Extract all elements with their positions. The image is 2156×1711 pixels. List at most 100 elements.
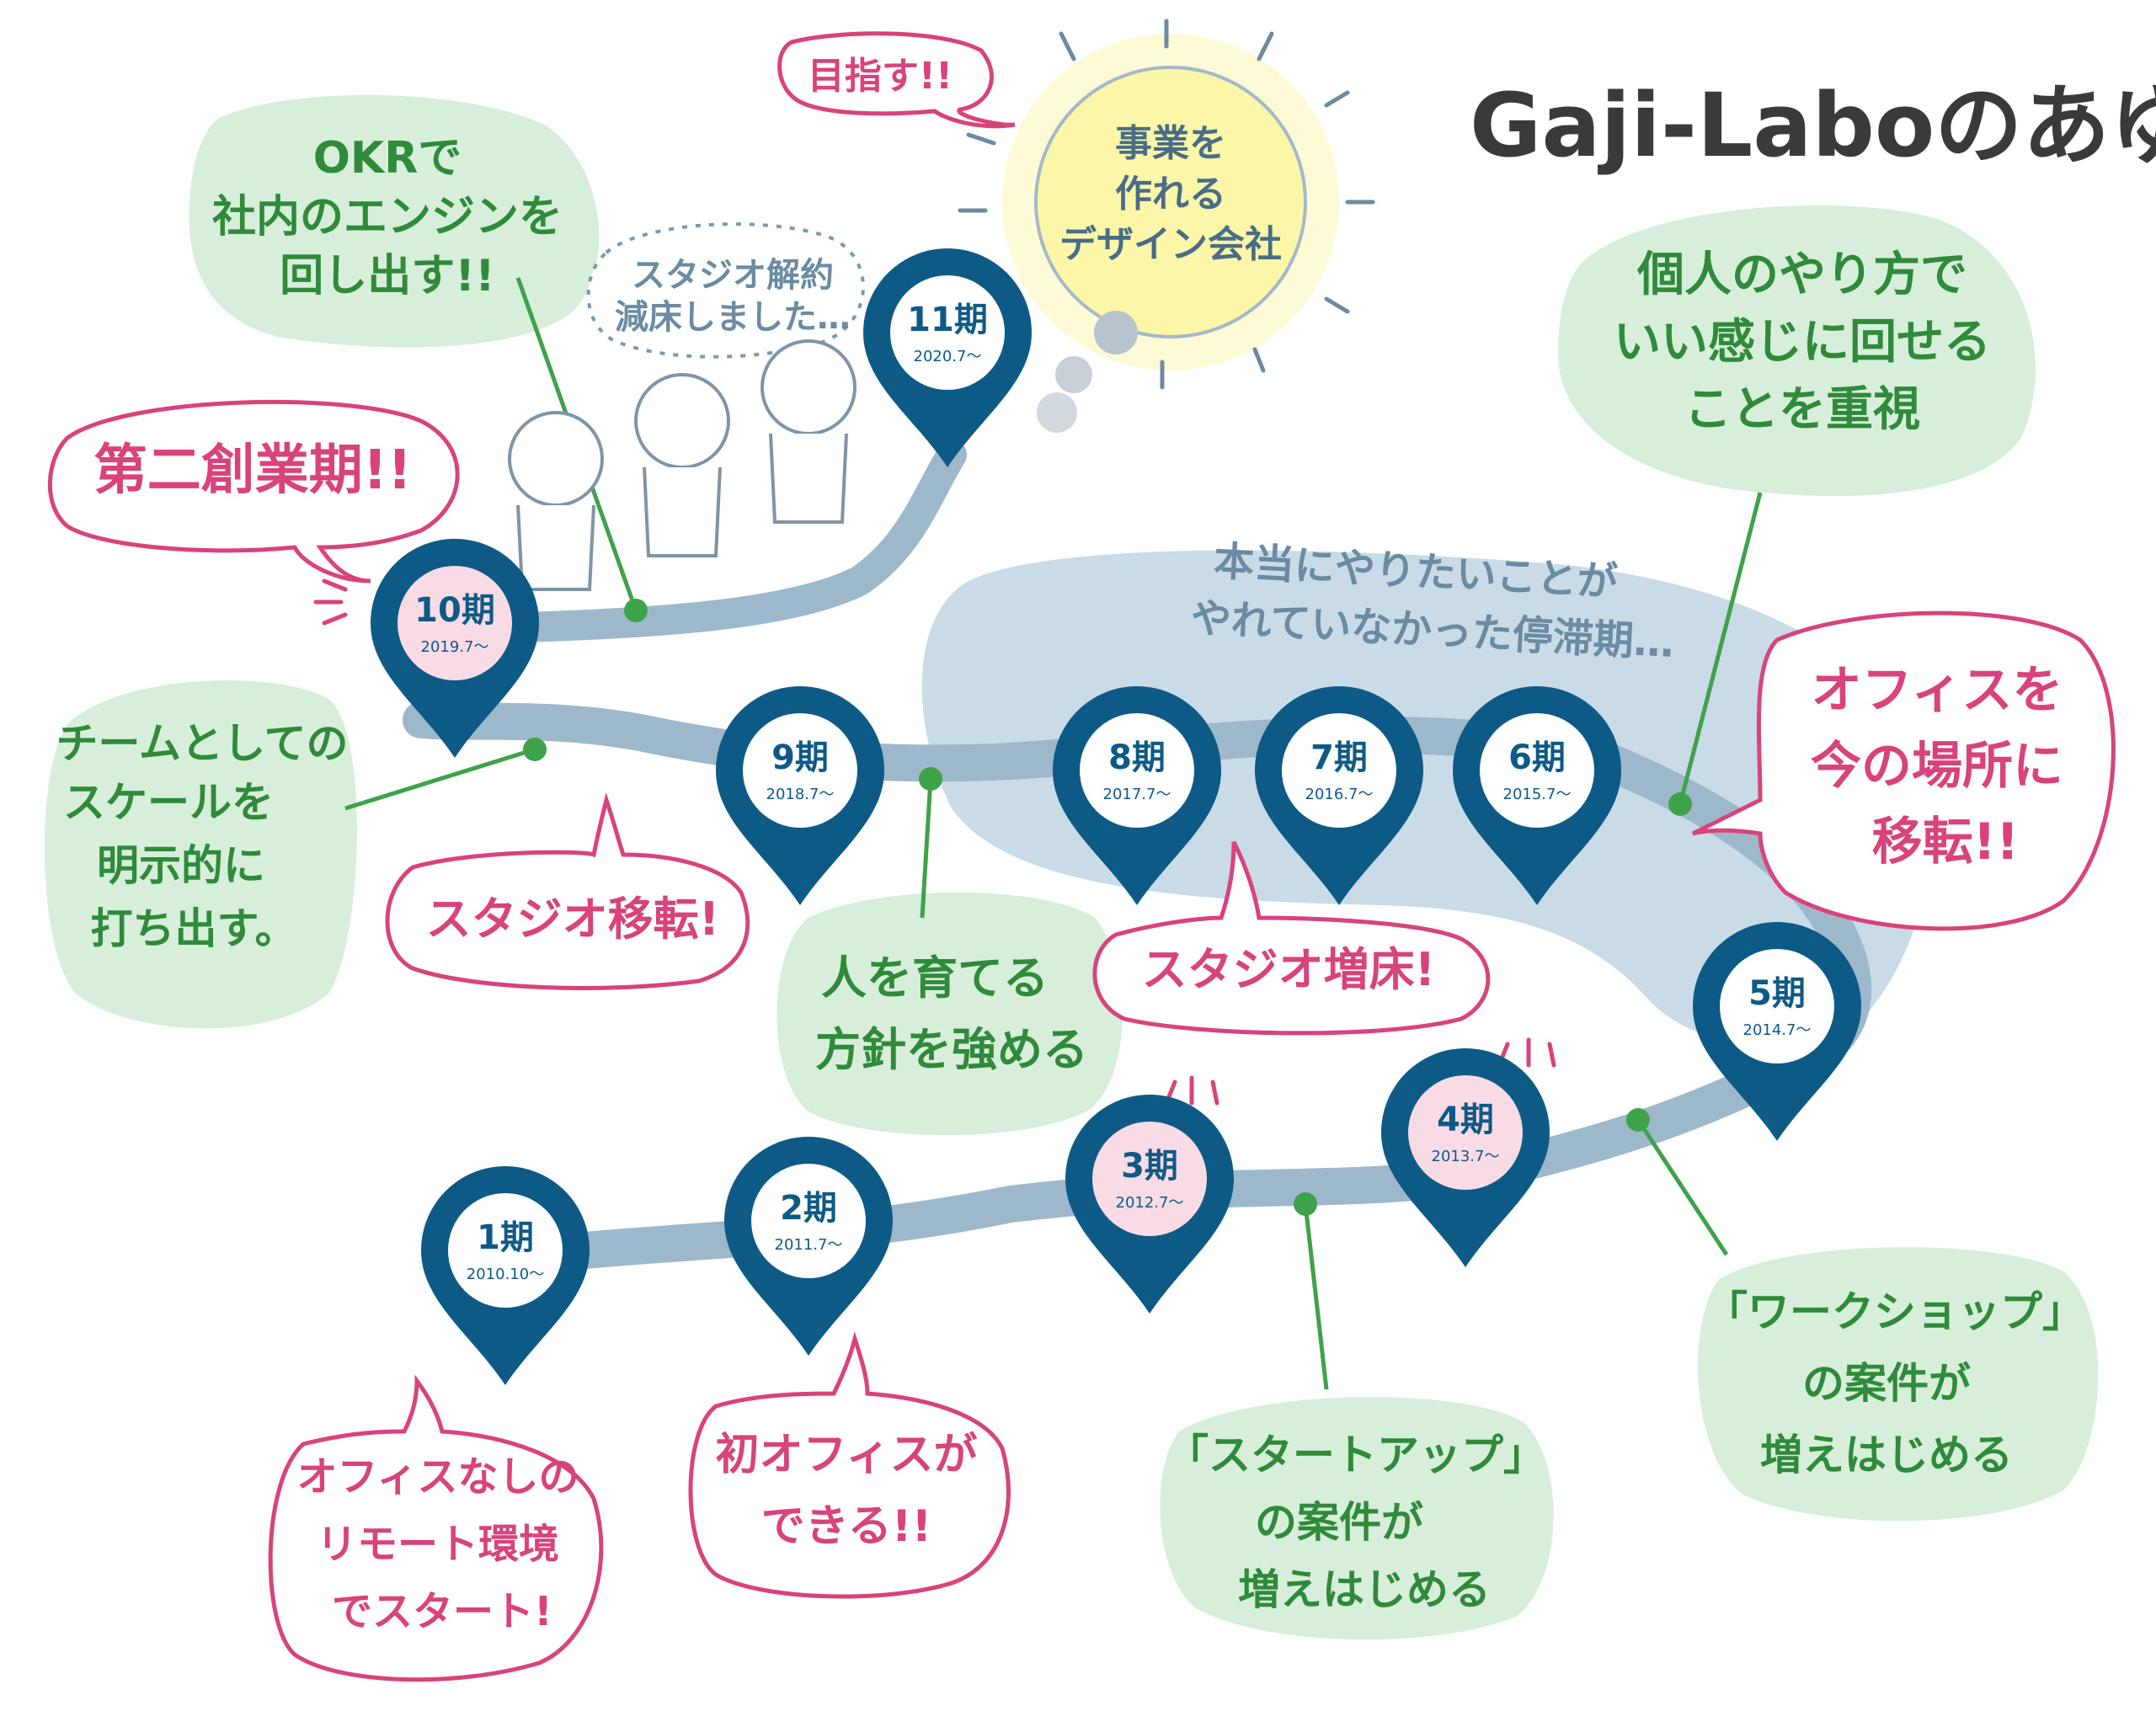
pin-date-label: 2017.7〜 xyxy=(1103,786,1171,803)
first-office-line-2: できる!! xyxy=(761,1501,931,1552)
remote-start-line-2: リモート環境 xyxy=(317,1521,559,1568)
individual-line-1: 個人のやり方で xyxy=(1636,248,1967,302)
character-head xyxy=(760,339,857,435)
pin-date-label: 2020.7〜 xyxy=(914,348,982,365)
sun-text-line-1: 事業を xyxy=(1115,122,1226,165)
aim-text: 目指す!! xyxy=(808,55,953,98)
team-scale-line-4: 打ち出す。 xyxy=(91,904,297,953)
sun-ray xyxy=(1324,90,1350,108)
pin-period-label: 7期 xyxy=(1310,738,1368,777)
individual-line-2: いい感じに回せる xyxy=(1614,315,1991,370)
team-scale-connector-dot xyxy=(523,738,547,761)
sun-rays-group xyxy=(958,19,1375,390)
pin-period-label: 5期 xyxy=(1748,974,1806,1013)
pin-inner-circle xyxy=(890,275,1005,390)
office-move-bubble xyxy=(1691,610,2116,931)
grow-people-connector-dot xyxy=(919,767,942,791)
pin-inner-circle xyxy=(751,1164,866,1278)
timeline-road-upper xyxy=(507,440,967,642)
pin-p11: 11期 2020.7〜 xyxy=(863,248,1032,467)
okr-note xyxy=(189,94,600,348)
okr-text-line-3: 回し出す!! xyxy=(280,251,494,301)
second-founding-text: 第二創業期!! xyxy=(93,440,412,502)
remote-start-bubble xyxy=(268,1374,604,1682)
pin-p8: 8期 2017.7〜 xyxy=(1053,686,1221,905)
character-head xyxy=(508,411,604,507)
highlight-mark xyxy=(1547,1042,1556,1068)
pin-inner-circle xyxy=(448,1193,563,1308)
pin-p6: 6期 2015.7〜 xyxy=(1453,686,1621,905)
pin-inner-circle xyxy=(1480,713,1594,828)
studio-move-text: スタジオ移転! xyxy=(426,893,720,946)
pin-inner-circle xyxy=(1408,1075,1523,1190)
pin-date-label: 2012.7〜 xyxy=(1116,1194,1184,1212)
individual-line-3: ことを重視 xyxy=(1684,382,1920,437)
team-scale-connector xyxy=(344,747,536,811)
pin-inner-circle xyxy=(1282,713,1396,828)
character-body xyxy=(643,466,722,557)
character-head xyxy=(634,373,730,469)
pin-date-label: 2018.7〜 xyxy=(766,786,835,803)
startup-note xyxy=(1160,1397,1554,1640)
pin-date-label: 2015.7〜 xyxy=(1503,786,1572,803)
sun-ray xyxy=(1257,31,1274,61)
startup-line-1: 「スタートアップ」 xyxy=(1166,1431,1545,1479)
workshop-note xyxy=(1698,1247,2099,1522)
studio-move-bubble xyxy=(385,792,750,990)
pin-period-label: 10期 xyxy=(414,591,495,630)
startup-connector xyxy=(1303,1203,1329,1390)
burst-marks xyxy=(313,578,348,626)
pin-period-label: 4期 xyxy=(1437,1101,1494,1139)
okr-text-line-2: 社内のエンジンを xyxy=(212,192,563,243)
sun xyxy=(1034,66,1307,338)
second-founding-bubble xyxy=(47,399,460,584)
sun-ray xyxy=(1059,31,1076,61)
pin-period-label: 11期 xyxy=(907,301,988,339)
stagnation-area xyxy=(921,550,1929,1045)
first-office-bubble xyxy=(688,1331,1011,1599)
sun-text-line-2: 作れる xyxy=(1115,173,1226,216)
pin-date-label: 2010.10〜 xyxy=(467,1266,544,1283)
team-characters xyxy=(508,339,857,591)
team-scale-line-2: スケールを xyxy=(63,778,274,827)
okr-text-line-1: OKRで xyxy=(313,133,462,184)
individual-connector xyxy=(1678,492,1763,805)
pin-p2: 2期 2011.7〜 xyxy=(724,1137,893,1356)
grow-people-connector xyxy=(920,778,933,919)
pin-inner-circle xyxy=(1092,1122,1207,1236)
pin-p5: 5期 2014.7〜 xyxy=(1693,922,1861,1141)
studio-expand-bubble xyxy=(1092,840,1491,1036)
studio-expand-text: スタジオ増床! xyxy=(1142,943,1436,996)
office-move-line-1: オフィスを xyxy=(1812,661,2063,720)
workshop-connector-dot xyxy=(1626,1108,1650,1132)
pin-p9: 9期 2018.7〜 xyxy=(716,686,884,905)
remote-start-line-3: でスタート! xyxy=(332,1588,552,1635)
highlight-mark xyxy=(1210,1079,1219,1106)
pin-date-label: 2013.7〜 xyxy=(1432,1148,1500,1165)
office-move-line-2: 今の場所に xyxy=(1811,737,2063,796)
aim-bubble xyxy=(777,31,1016,129)
character-body xyxy=(769,433,848,524)
grow-people-line-2: 方針を強める xyxy=(815,1023,1088,1076)
team-scale-line-3: 明示的に xyxy=(97,841,265,890)
startup-connector-dot xyxy=(1294,1192,1317,1216)
pin-period-label: 8期 xyxy=(1108,738,1166,777)
sun-text-line-3: デザイン会社 xyxy=(1059,223,1282,266)
pin-date-label: 2011.7〜 xyxy=(775,1236,843,1254)
pin-period-label: 6期 xyxy=(1508,738,1566,777)
pin-period-label: 9期 xyxy=(771,738,829,777)
workshop-line-2: の案件が xyxy=(1802,1359,1971,1408)
pin-date-label: 2014.7〜 xyxy=(1743,1021,1812,1039)
burst-mark xyxy=(322,612,348,626)
workshop-line-1: 「ワークショップ」 xyxy=(1705,1287,2084,1336)
pin-inner-circle xyxy=(398,566,512,680)
pin-period-label: 2期 xyxy=(780,1189,837,1228)
map-title: Gaji-Laboのあゆみ xyxy=(1470,74,2156,177)
thought-bubble xyxy=(1037,392,1077,433)
